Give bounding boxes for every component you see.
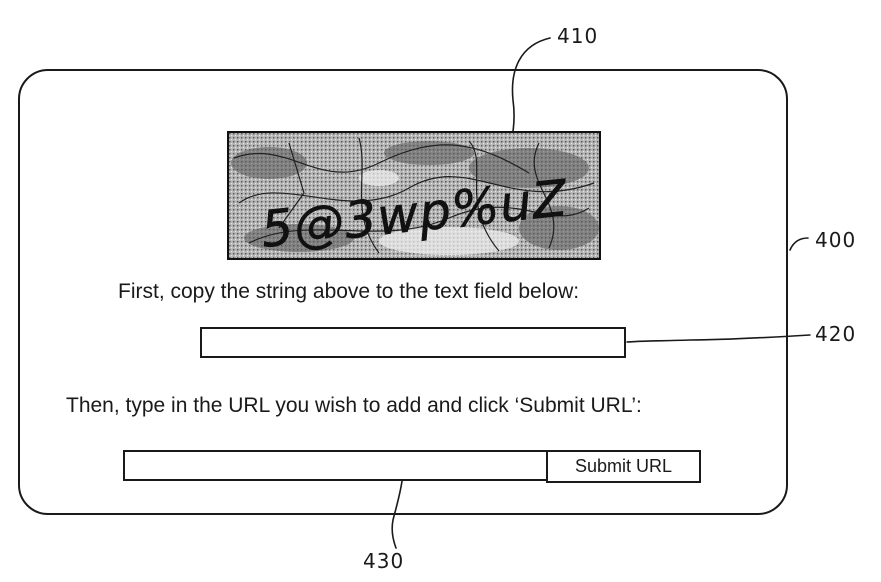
verification-panel (18, 69, 788, 515)
captcha-image (227, 131, 601, 260)
captcha-response-input[interactable] (200, 327, 626, 358)
leader-400 (789, 237, 809, 251)
instruction-copy-string: First, copy the string above to the text… (118, 280, 580, 303)
reference-numeral-400: 400 (815, 228, 857, 252)
submit-url-button[interactable]: Submit URL (546, 450, 701, 483)
url-input[interactable] (123, 450, 547, 481)
reference-numeral-420: 420 (815, 322, 857, 346)
captcha-noise-background (229, 133, 599, 258)
reference-numeral-430: 430 (363, 549, 405, 573)
reference-numeral-410: 410 (557, 24, 599, 48)
instruction-enter-url: Then, type in the URL you wish to add an… (66, 394, 642, 417)
